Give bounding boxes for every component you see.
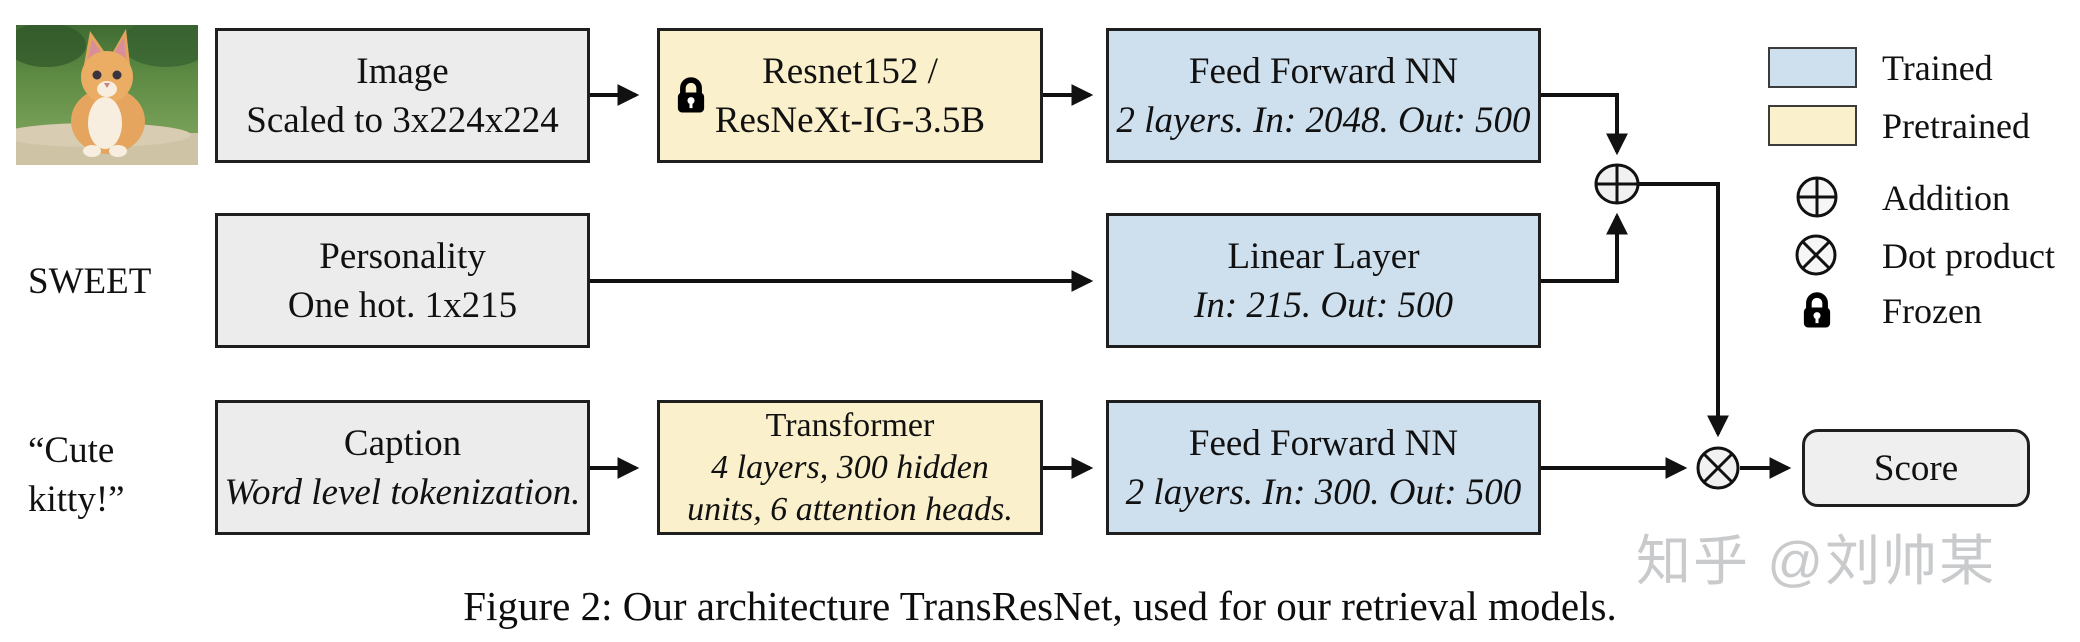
kitten-photo bbox=[16, 25, 198, 165]
addition-node-icon bbox=[1594, 163, 1640, 205]
transformer-box: Transformer 4 layers, 300 hidden units, … bbox=[657, 400, 1043, 535]
ffnn-image-detail: 2 layers. In: 2048. Out: 500 bbox=[1116, 99, 1531, 141]
legend-dot-product-icon bbox=[1795, 234, 1837, 276]
transformer-detail-1: 4 layers, 300 hidden bbox=[711, 448, 989, 486]
image-box-title: Image bbox=[356, 50, 449, 92]
transformer-title: Transformer bbox=[765, 406, 935, 444]
resnet-box: Resnet152 / ResNeXt-IG-3.5B bbox=[657, 28, 1043, 163]
personality-box-title: Personality bbox=[319, 235, 486, 277]
linear-layer-detail: In: 215. Out: 500 bbox=[1194, 284, 1453, 326]
frozen-lock-icon bbox=[677, 77, 705, 113]
ffnn-caption-box: Feed Forward NN 2 layers. In: 300. Out: … bbox=[1106, 400, 1541, 535]
transformer-detail-2: units, 6 attention heads. bbox=[687, 490, 1013, 528]
dot-product-node-icon bbox=[1696, 446, 1740, 490]
personality-input-box: Personality One hot. 1x215 bbox=[215, 213, 590, 348]
score-label: Score bbox=[1873, 447, 1959, 489]
figure-caption: Figure 2: Our architecture TransResNet, … bbox=[463, 583, 1617, 629]
legend-pretrained-swatch bbox=[1768, 105, 1857, 146]
legend-trained-label: Trained bbox=[1882, 48, 1993, 88]
caption-input-box: Caption Word level tokenization. bbox=[215, 400, 590, 535]
legend-dot-product-label: Dot product bbox=[1882, 236, 2055, 276]
linear-layer-box: Linear Layer In: 215. Out: 500 bbox=[1106, 213, 1541, 348]
personality-box-detail: One hot. 1x215 bbox=[287, 284, 518, 326]
arrow-ffnn-to-addition bbox=[1541, 93, 1628, 156]
legend-trained-swatch bbox=[1768, 47, 1857, 88]
image-box-detail: Scaled to 3x224x224 bbox=[246, 99, 559, 141]
legend-frozen-label: Frozen bbox=[1882, 291, 1982, 331]
caption-box-title: Caption bbox=[343, 422, 462, 464]
ffnn-image-box: Feed Forward NN 2 layers. In: 2048. Out:… bbox=[1106, 28, 1541, 163]
score-box: Score bbox=[1802, 429, 2030, 507]
legend-pretrained-label: Pretrained bbox=[1882, 106, 2030, 146]
legend-addition-icon bbox=[1796, 176, 1838, 218]
legend-addition-label: Addition bbox=[1882, 178, 2011, 218]
kitten bbox=[71, 29, 145, 157]
caption-input-line1: “Cute bbox=[28, 430, 115, 471]
linear-layer-title: Linear Layer bbox=[1227, 235, 1420, 277]
ffnn-caption-title: Feed Forward NN bbox=[1188, 422, 1459, 464]
arrow-linear-to-addition bbox=[1541, 212, 1628, 283]
caption-input-line2: kitty!” bbox=[28, 479, 125, 520]
resnet-box-detail: ResNeXt-IG-3.5B bbox=[714, 99, 986, 141]
caption-box-detail: Word level tokenization. bbox=[224, 471, 581, 513]
watermark: 知乎 @刘帅某 bbox=[1636, 530, 1997, 592]
personality-input-label: SWEET bbox=[28, 261, 152, 302]
ffnn-image-title: Feed Forward NN bbox=[1188, 50, 1459, 92]
resnet-box-title: Resnet152 / bbox=[762, 50, 938, 92]
arrow-addition-to-dotproduct bbox=[1638, 182, 1729, 438]
caption-input-label: “Cute kitty!” bbox=[28, 426, 125, 524]
legend-frozen-lock-icon bbox=[1803, 292, 1831, 328]
ffnn-caption-detail: 2 layers. In: 300. Out: 500 bbox=[1125, 471, 1522, 513]
image-input-box: Image Scaled to 3x224x224 bbox=[215, 28, 590, 163]
